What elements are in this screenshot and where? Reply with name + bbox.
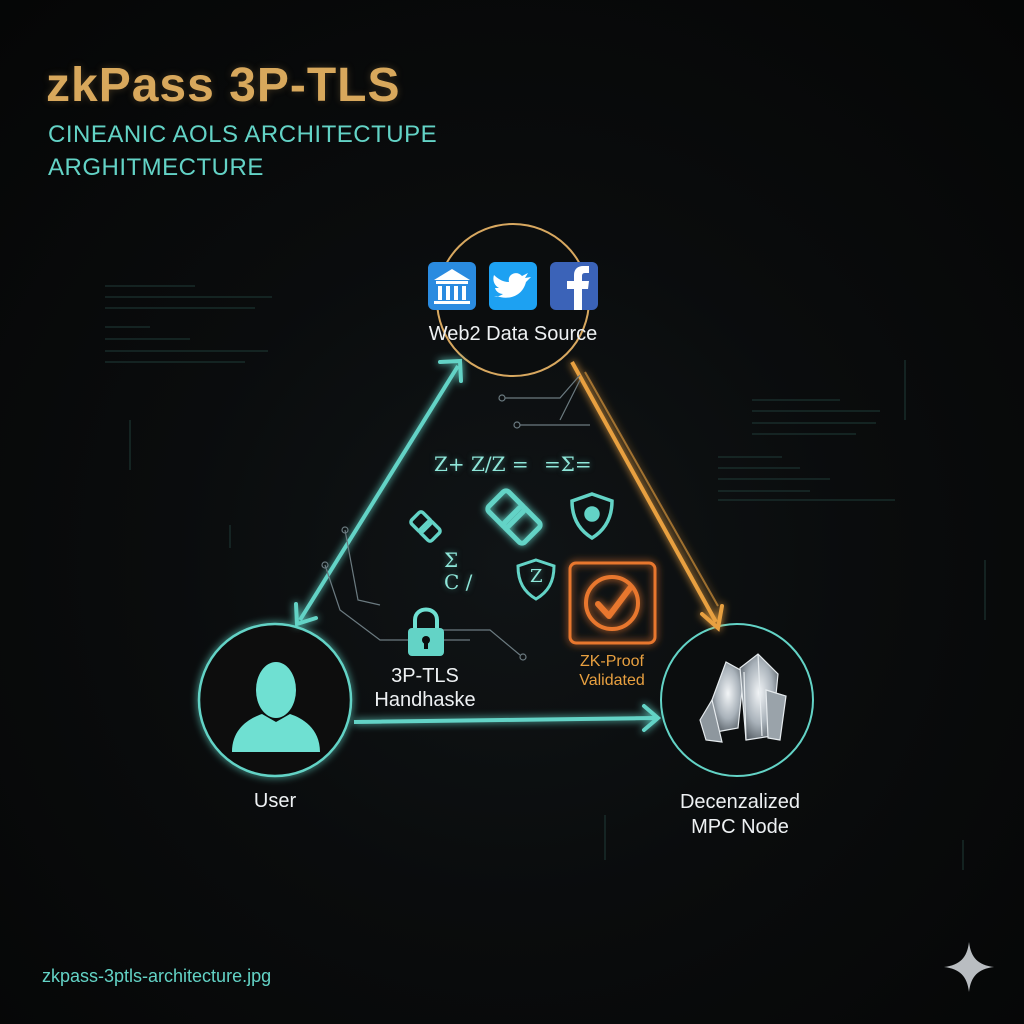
math-symbol-z: Z <box>530 566 543 587</box>
shield-icon <box>570 492 614 541</box>
zk-proof-check-icon <box>568 561 657 645</box>
web2-data-source-label: Web2 Data Source <box>428 323 598 345</box>
mpc-node-label-line-1: Decenzalized <box>679 791 801 813</box>
arrow-user-to-mpc <box>353 704 662 732</box>
file-name-caption: zkpass-3ptls-architecture.jpg <box>42 966 272 986</box>
zk-proof-label-line-1: ZK-Proof <box>579 653 644 670</box>
bank-icon <box>428 262 476 310</box>
math-symbol-sigma: Σ <box>444 548 459 572</box>
math-symbol-equation: Z+ Z/Z = <box>434 452 529 476</box>
twitter-icon <box>489 262 537 310</box>
arrow-user-to-web2 <box>294 358 463 627</box>
zk-proof-label-line-2: Validated <box>579 672 645 689</box>
link-chain-icon-large <box>485 488 543 546</box>
handshake-label-line-2: Handhaske <box>374 689 476 711</box>
background-text-decoration <box>105 285 986 870</box>
arrow-web2-to-mpc <box>570 361 724 632</box>
math-symbol-sigma-eq: =Σ= <box>544 452 592 476</box>
shield-z-icon <box>516 558 556 601</box>
subtitle-line-2: ARGHITMECTURE <box>48 154 264 181</box>
math-symbol-c-slash: C / <box>444 570 473 594</box>
handshake-label-line-1: 3P-TLS <box>391 665 459 687</box>
lock-icon <box>408 607 444 656</box>
zk-proof-label: ZK-Proof Validated <box>562 652 662 690</box>
link-chain-icon-small <box>409 510 442 543</box>
sparkle-icon <box>944 942 994 992</box>
page-subtitle: CINEANIC AOLS ARCHITECTUPE ARGHITMECTURE <box>48 118 437 184</box>
mpc-node-label: Decenzalized MPC Node <box>640 790 840 840</box>
user-label: User <box>253 790 297 812</box>
subtitle-line-1: CINEANIC AOLS ARCHITECTUPE <box>48 121 438 148</box>
crystal-icon <box>699 653 787 743</box>
page-title: zkPass 3P-TLS <box>46 59 401 112</box>
mpc-node-label-line-2: MPC Node <box>691 816 789 838</box>
user-icon <box>232 662 320 752</box>
facebook-icon <box>550 262 598 310</box>
handshake-label: 3P-TLS Handhaske <box>360 664 490 712</box>
